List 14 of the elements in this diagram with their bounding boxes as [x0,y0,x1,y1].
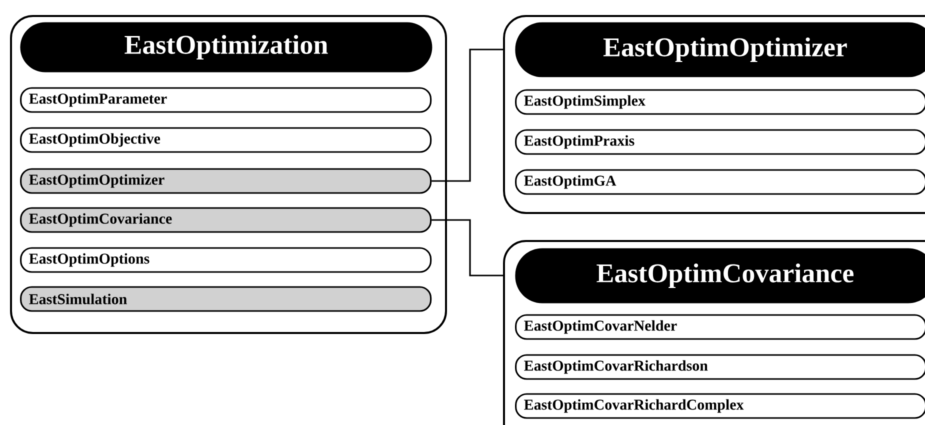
class-box: EastOptimObjective [20,127,432,153]
class-box: EastOptimParameter [20,87,432,113]
class-box: EastOptimCovarRichardson [515,354,925,380]
class-box: EastOptimPraxis [515,129,925,155]
class-box: EastOptimSimplex [515,89,925,115]
class-box: EastOptimCovarNelder [515,314,925,340]
class-box: EastOptimCovariance [20,207,432,233]
class-box: EastOptimOptions [20,247,432,273]
class-box: EastOptimOptimizer [20,168,432,194]
connector-line [432,219,503,276]
class-box: EastOptimGA [515,169,925,195]
class-box: EastOptimCovarRichardComplex [515,393,925,419]
connector-line [432,48,503,182]
class-box: EastSimulation [20,286,432,312]
